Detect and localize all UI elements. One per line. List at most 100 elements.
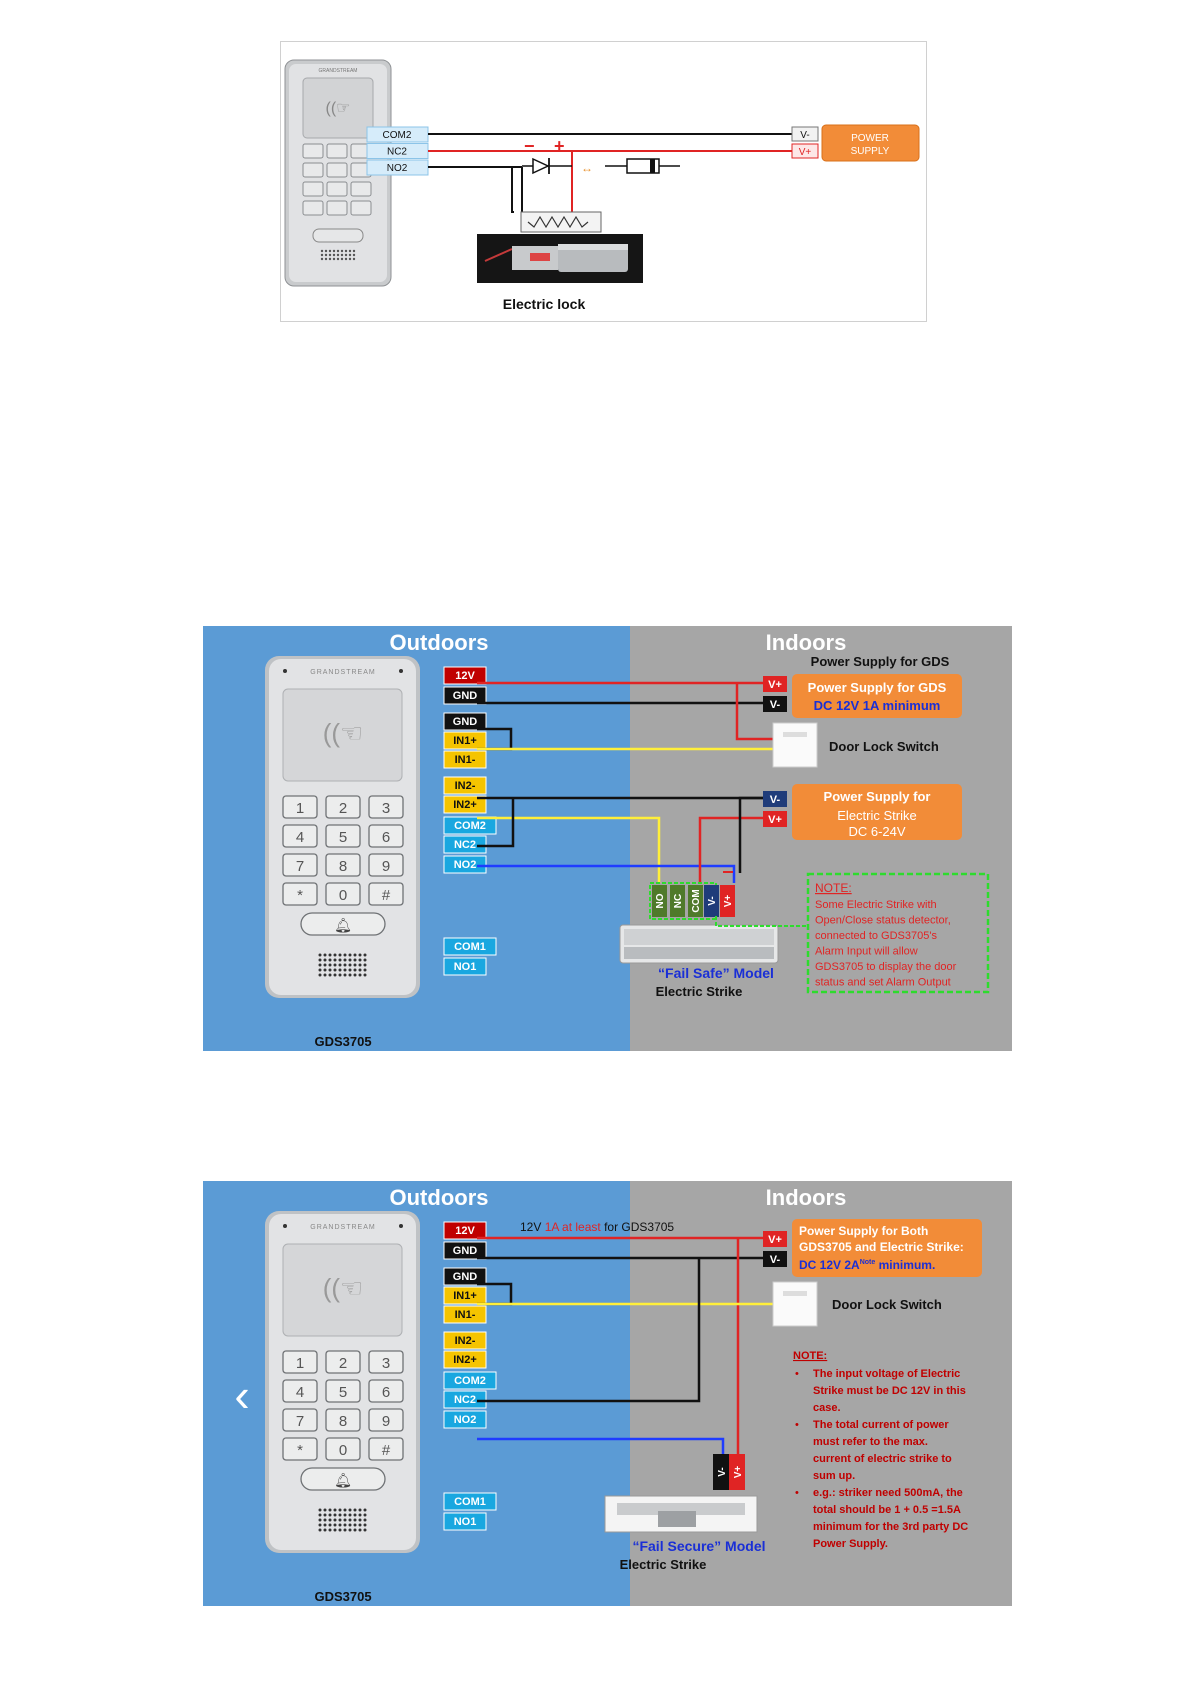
v-plus-label: V+ [768, 1234, 782, 1246]
terminal-label: COM2 [383, 130, 412, 141]
device-brand: GRANDSTREAM [310, 1224, 375, 1231]
v-minus-label: V- [770, 1254, 781, 1266]
rfid-icon: ((☞ [326, 100, 351, 117]
note-line: total should be 1 + 0.5 =1.5A [813, 1504, 961, 1516]
keypad-key [302, 200, 324, 216]
terminal-12v [443, 1221, 487, 1240]
terminal-label: GND [453, 1245, 478, 1257]
keypad-key-label: 8 [339, 1413, 347, 1430]
terminal-label: COM2 [454, 1375, 486, 1387]
v-plus-label: V+ [799, 147, 812, 158]
strike-terminal-label: V+ [733, 1466, 744, 1479]
terminal-in1-minus [443, 750, 487, 769]
indoors-heading: Indoors [766, 1185, 847, 1210]
terminal-no2 [443, 855, 487, 874]
strike-terminal-nc [670, 885, 685, 917]
rfid-area [302, 77, 374, 139]
electric-strike-label: Electric Strike [656, 984, 743, 999]
note-title: NOTE: [815, 881, 852, 895]
terminal-label: COM2 [454, 820, 486, 832]
terminal-gnd [443, 712, 487, 731]
terminal-block: 12VGNDGNDIN1+IN1-IN2-IN2+COM2NC2NO2COM1N… [443, 1221, 497, 1531]
terminal-label: 12V [455, 670, 475, 682]
keypad-key [325, 795, 361, 819]
psu-strike-line2: Electric Strike [837, 808, 916, 823]
terminal-gnd [443, 1267, 487, 1286]
v-minus-strike-label: V- [770, 794, 781, 806]
model-label: GDS3705 [314, 1034, 371, 1049]
terminal-label: GND [453, 690, 478, 702]
bell-icon: 🔔︎ [334, 917, 352, 933]
keypad-key-label: 6 [382, 829, 390, 846]
terminal-gnd [443, 1241, 487, 1260]
terminal-label: IN1- [455, 1309, 476, 1321]
terminal-label: IN1- [455, 754, 476, 766]
note-connector [715, 916, 808, 927]
strike-terminal-com [688, 885, 703, 917]
supply-requirement-label: 12V 1A at least for GDS3705 [520, 1220, 674, 1234]
keypad-key-label: 9 [382, 1413, 390, 1430]
terminal-label: NO1 [454, 961, 477, 973]
strike-terminal-v+ [720, 885, 735, 917]
keypad-key-label: 0 [339, 887, 347, 904]
terminal-label: NC2 [454, 839, 476, 851]
terminal-label: COM1 [454, 941, 486, 953]
keypad-key-label: # [382, 887, 391, 904]
note-line: GDS3705 to display the door [815, 961, 957, 973]
psu-gds-line1: Power Supply for GDS [808, 680, 947, 695]
keypad-key [302, 162, 324, 178]
keypad-key-label: * [297, 887, 303, 904]
keypad-key-label: 4 [296, 1384, 304, 1401]
keypad-key [350, 181, 372, 197]
doorbell-button [300, 912, 386, 936]
keypad-key-label: 0 [339, 1442, 347, 1459]
bullet-icon: • [795, 1487, 799, 1499]
door-lock-switch [772, 722, 818, 768]
note-line: Alarm Input will allow [815, 946, 918, 958]
power-supply-gds-title: Power Supply for GDS [811, 654, 950, 669]
note-line: connected to GDS3705's [815, 930, 937, 942]
terminal-in2-minus [443, 776, 487, 795]
terminal-com2 [443, 816, 497, 835]
terminal-label: IN2+ [453, 1354, 477, 1366]
diode-symbol [522, 157, 572, 175]
note-line: case. [813, 1402, 841, 1414]
wires [477, 1236, 775, 1454]
bullet-icon: • [795, 1368, 799, 1380]
keypad-key-label: # [382, 1442, 391, 1459]
psu-strike-line1: Power Supply for [824, 789, 931, 804]
terminal-in1-minus [443, 1305, 487, 1324]
power-supply-line2: SUPPLY [851, 146, 890, 157]
keypad-key [326, 200, 348, 216]
strike-terminal-label: V+ [723, 895, 734, 908]
v-plus-terminal [763, 676, 787, 692]
keypad-key [325, 1350, 361, 1374]
psu-strike-line3: DC 6-24V [848, 824, 905, 839]
psu-both-line3: DC 12V 2ANote minimum. [799, 1258, 935, 1272]
terminal-label: 12V [455, 1225, 475, 1237]
device-brand: GRANDSTREAM [319, 68, 358, 74]
terminal-com1 [443, 1492, 497, 1511]
keypad-key [302, 181, 324, 197]
terminal-label: IN2+ [453, 799, 477, 811]
note-line: minimum for the 3rd party DC [813, 1521, 968, 1533]
keypad-key-label: 1 [296, 800, 304, 817]
power-supply-both-box [792, 1219, 982, 1277]
magnetic-lock-image [619, 924, 779, 964]
v-plus-terminal [763, 1231, 787, 1247]
terminal-label: NC2 [387, 147, 407, 158]
door-lock-switch [772, 1281, 818, 1327]
wire-no2-lock [428, 166, 514, 213]
keypad-key-label: 5 [339, 829, 347, 846]
keypad-key [368, 882, 404, 906]
chevron-left-icon[interactable]: ‹ [234, 1369, 249, 1421]
door-lock-switch-label: Door Lock Switch [829, 739, 939, 754]
terminal-in1-minusplus [443, 1286, 487, 1305]
note-title: NOTE: [793, 1350, 827, 1362]
terminal-label: COM1 [454, 1496, 486, 1508]
terminal-label: NO1 [454, 1516, 477, 1528]
